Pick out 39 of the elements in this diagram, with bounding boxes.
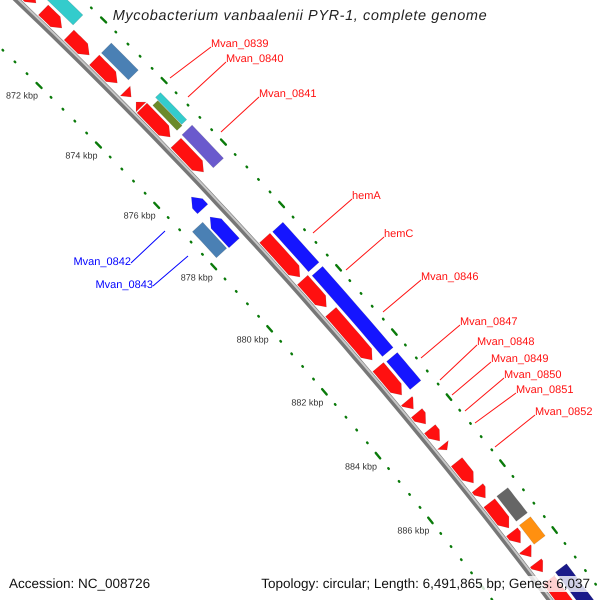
tick-label: 872 kbp — [6, 90, 38, 102]
leader-line — [382, 280, 422, 312]
gene-label: hemA — [352, 190, 381, 203]
leader-line — [420, 324, 460, 358]
gene-label: Mvan_0840 — [226, 53, 284, 66]
genome-info-text: Topology: circular; Length: 6,491,865 bp; Genes: 6,037 — [261, 576, 590, 592]
diagram-title: Mycobacterium vanbaalenii PYR-1, complete genome — [112, 8, 488, 24]
tick-label: 876 kbp — [124, 210, 156, 222]
gene-label: Mvan_0841 — [259, 88, 316, 101]
leader-line — [130, 230, 166, 264]
leader-line — [170, 46, 212, 78]
tick-label: 886 kbp — [397, 526, 430, 537]
leader-line — [220, 96, 260, 132]
leader-line — [440, 344, 478, 380]
gene-label: Mvan_0848 — [477, 336, 534, 349]
leader-line — [474, 392, 516, 424]
leader-line — [494, 414, 536, 448]
leader-line — [346, 236, 384, 270]
leader-line — [464, 378, 504, 412]
gene-label: Mvan_0851 — [516, 384, 574, 397]
leader-line — [188, 62, 226, 98]
gene-label: hemC — [384, 228, 414, 241]
tick-label: 874 kbp — [65, 150, 98, 162]
gene-label: Mvan_0839 — [211, 38, 268, 51]
accession-text: Accession: NC_008726 — [9, 576, 150, 592]
gene-label: Mvan_0850 — [504, 369, 562, 382]
gene-label: Mvan_0847 — [460, 316, 518, 329]
gene-label: Mvan_0852 — [535, 406, 592, 419]
tick-label: 884 kbp — [344, 461, 377, 472]
leader-line — [312, 198, 352, 234]
tick-label: 880 kbp — [236, 334, 269, 346]
gene-label: Mvan_0846 — [421, 271, 478, 284]
gene-label: Mvan_0842 — [74, 256, 131, 269]
tick-label: 882 kbp — [291, 397, 324, 408]
leader-line — [152, 256, 188, 286]
tick-label: 878 kbp — [180, 272, 213, 284]
gene-label: Mvan_0849 — [491, 353, 548, 366]
leader-line — [452, 362, 492, 396]
gene-label: Mvan_0843 — [96, 279, 153, 292]
